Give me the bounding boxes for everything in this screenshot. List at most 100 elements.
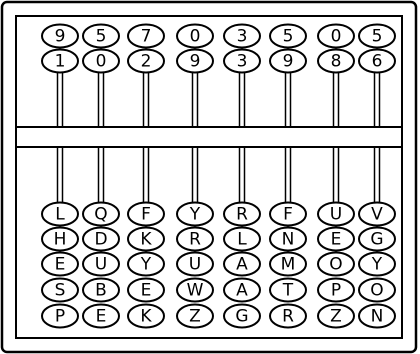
digit-bead[interactable]: 0 (83, 50, 119, 73)
letter-bead[interactable]: E (42, 253, 78, 276)
letter-bead[interactable]: M (270, 253, 306, 276)
digit-bead[interactable]: 2 (128, 50, 164, 73)
digit-bead[interactable]: 9 (42, 25, 78, 48)
digit-bead[interactable]: 5 (83, 25, 119, 48)
letter-bead[interactable]: K (128, 305, 164, 328)
digit-bead[interactable]: 0 (318, 25, 354, 48)
letter-bead[interactable]: N (270, 228, 306, 251)
bead-shape (270, 305, 306, 328)
digit-bead[interactable]: 5 (359, 25, 395, 48)
bead-shape (270, 279, 306, 302)
letter-bead[interactable]: L (224, 228, 260, 251)
digit-bead[interactable]: 8 (318, 50, 354, 73)
bead-shape (224, 305, 260, 328)
letter-bead[interactable]: V (359, 203, 395, 226)
bead-shape (270, 25, 306, 48)
letter-bead[interactable]: P (318, 279, 354, 302)
letter-bead[interactable]: A (224, 253, 260, 276)
digit-bead[interactable]: 3 (224, 25, 260, 48)
bead-shape (359, 253, 395, 276)
bead-shape (83, 203, 119, 226)
bead-shape (83, 50, 119, 73)
bead-shape (177, 253, 213, 276)
bead-shape (177, 228, 213, 251)
letter-bead[interactable]: H (42, 228, 78, 251)
bead-shape (83, 279, 119, 302)
bead-shape (359, 279, 395, 302)
bead-shape (318, 305, 354, 328)
letter-bead[interactable]: W (177, 279, 213, 302)
bead-shape (270, 203, 306, 226)
bead-shape (128, 203, 164, 226)
bead-shape (177, 279, 213, 302)
letter-bead[interactable]: Y (128, 253, 164, 276)
letter-bead[interactable]: F (270, 203, 306, 226)
bead-shape (83, 25, 119, 48)
bead-shape (83, 228, 119, 251)
bead-shape (224, 25, 260, 48)
letter-bead[interactable]: R (224, 203, 260, 226)
digit-bead[interactable]: 6 (359, 50, 395, 73)
letter-bead[interactable]: Y (177, 203, 213, 226)
bead-shape (270, 50, 306, 73)
digit-bead[interactable]: 9 (177, 50, 213, 73)
letter-bead[interactable]: G (224, 305, 260, 328)
letter-bead[interactable]: L (42, 203, 78, 226)
bead-shape (42, 25, 78, 48)
bead-shape (270, 253, 306, 276)
bead-shape (83, 305, 119, 328)
letter-bead[interactable]: Y (359, 253, 395, 276)
letter-bead[interactable]: Z (177, 305, 213, 328)
bead-shape (83, 253, 119, 276)
bead-shape (128, 279, 164, 302)
letter-bead[interactable]: U (177, 253, 213, 276)
bead-shape (359, 305, 395, 328)
letter-bead[interactable]: A (224, 279, 260, 302)
letter-bead[interactable]: Q (83, 203, 119, 226)
letter-bead[interactable]: S (42, 279, 78, 302)
digit-bead[interactable]: 7 (128, 25, 164, 48)
bead-shape (318, 228, 354, 251)
bead-shape (177, 305, 213, 328)
bead-shape (42, 228, 78, 251)
divider-bar (16, 127, 402, 147)
letter-bead[interactable]: P (42, 305, 78, 328)
letter-bead[interactable]: U (318, 203, 354, 226)
letter-bead[interactable]: E (318, 228, 354, 251)
letter-bead[interactable]: E (128, 279, 164, 302)
digit-bead[interactable]: 0 (177, 25, 213, 48)
letter-bead[interactable]: E (83, 305, 119, 328)
bead-shape (177, 50, 213, 73)
bead-shape (128, 50, 164, 73)
letter-bead[interactable]: R (270, 305, 306, 328)
bead-shape (318, 203, 354, 226)
letter-bead[interactable]: R (177, 228, 213, 251)
bead-shape (318, 253, 354, 276)
letter-bead[interactable]: U (83, 253, 119, 276)
bead-shape (42, 50, 78, 73)
bead-shape (224, 50, 260, 73)
bead-shape (177, 25, 213, 48)
letter-bead[interactable]: F (128, 203, 164, 226)
digit-bead[interactable]: 9 (270, 50, 306, 73)
bead-shape (177, 203, 213, 226)
bead-shape (128, 25, 164, 48)
letter-bead[interactable]: T (270, 279, 306, 302)
digit-bead[interactable]: 1 (42, 50, 78, 73)
digit-bead[interactable]: 5 (270, 25, 306, 48)
bead-shape (224, 253, 260, 276)
letter-bead[interactable]: N (359, 305, 395, 328)
bead-shape (224, 228, 260, 251)
letter-bead[interactable]: B (83, 279, 119, 302)
bead-shape (128, 228, 164, 251)
letter-bead[interactable]: K (128, 228, 164, 251)
letter-bead[interactable]: D (83, 228, 119, 251)
letter-bead[interactable]: G (359, 228, 395, 251)
letter-bead[interactable]: O (359, 279, 395, 302)
digit-bead[interactable]: 3 (224, 50, 260, 73)
letter-bead[interactable]: Z (318, 305, 354, 328)
letter-bead[interactable]: O (318, 253, 354, 276)
bead-shape (270, 228, 306, 251)
bead-shape (42, 253, 78, 276)
